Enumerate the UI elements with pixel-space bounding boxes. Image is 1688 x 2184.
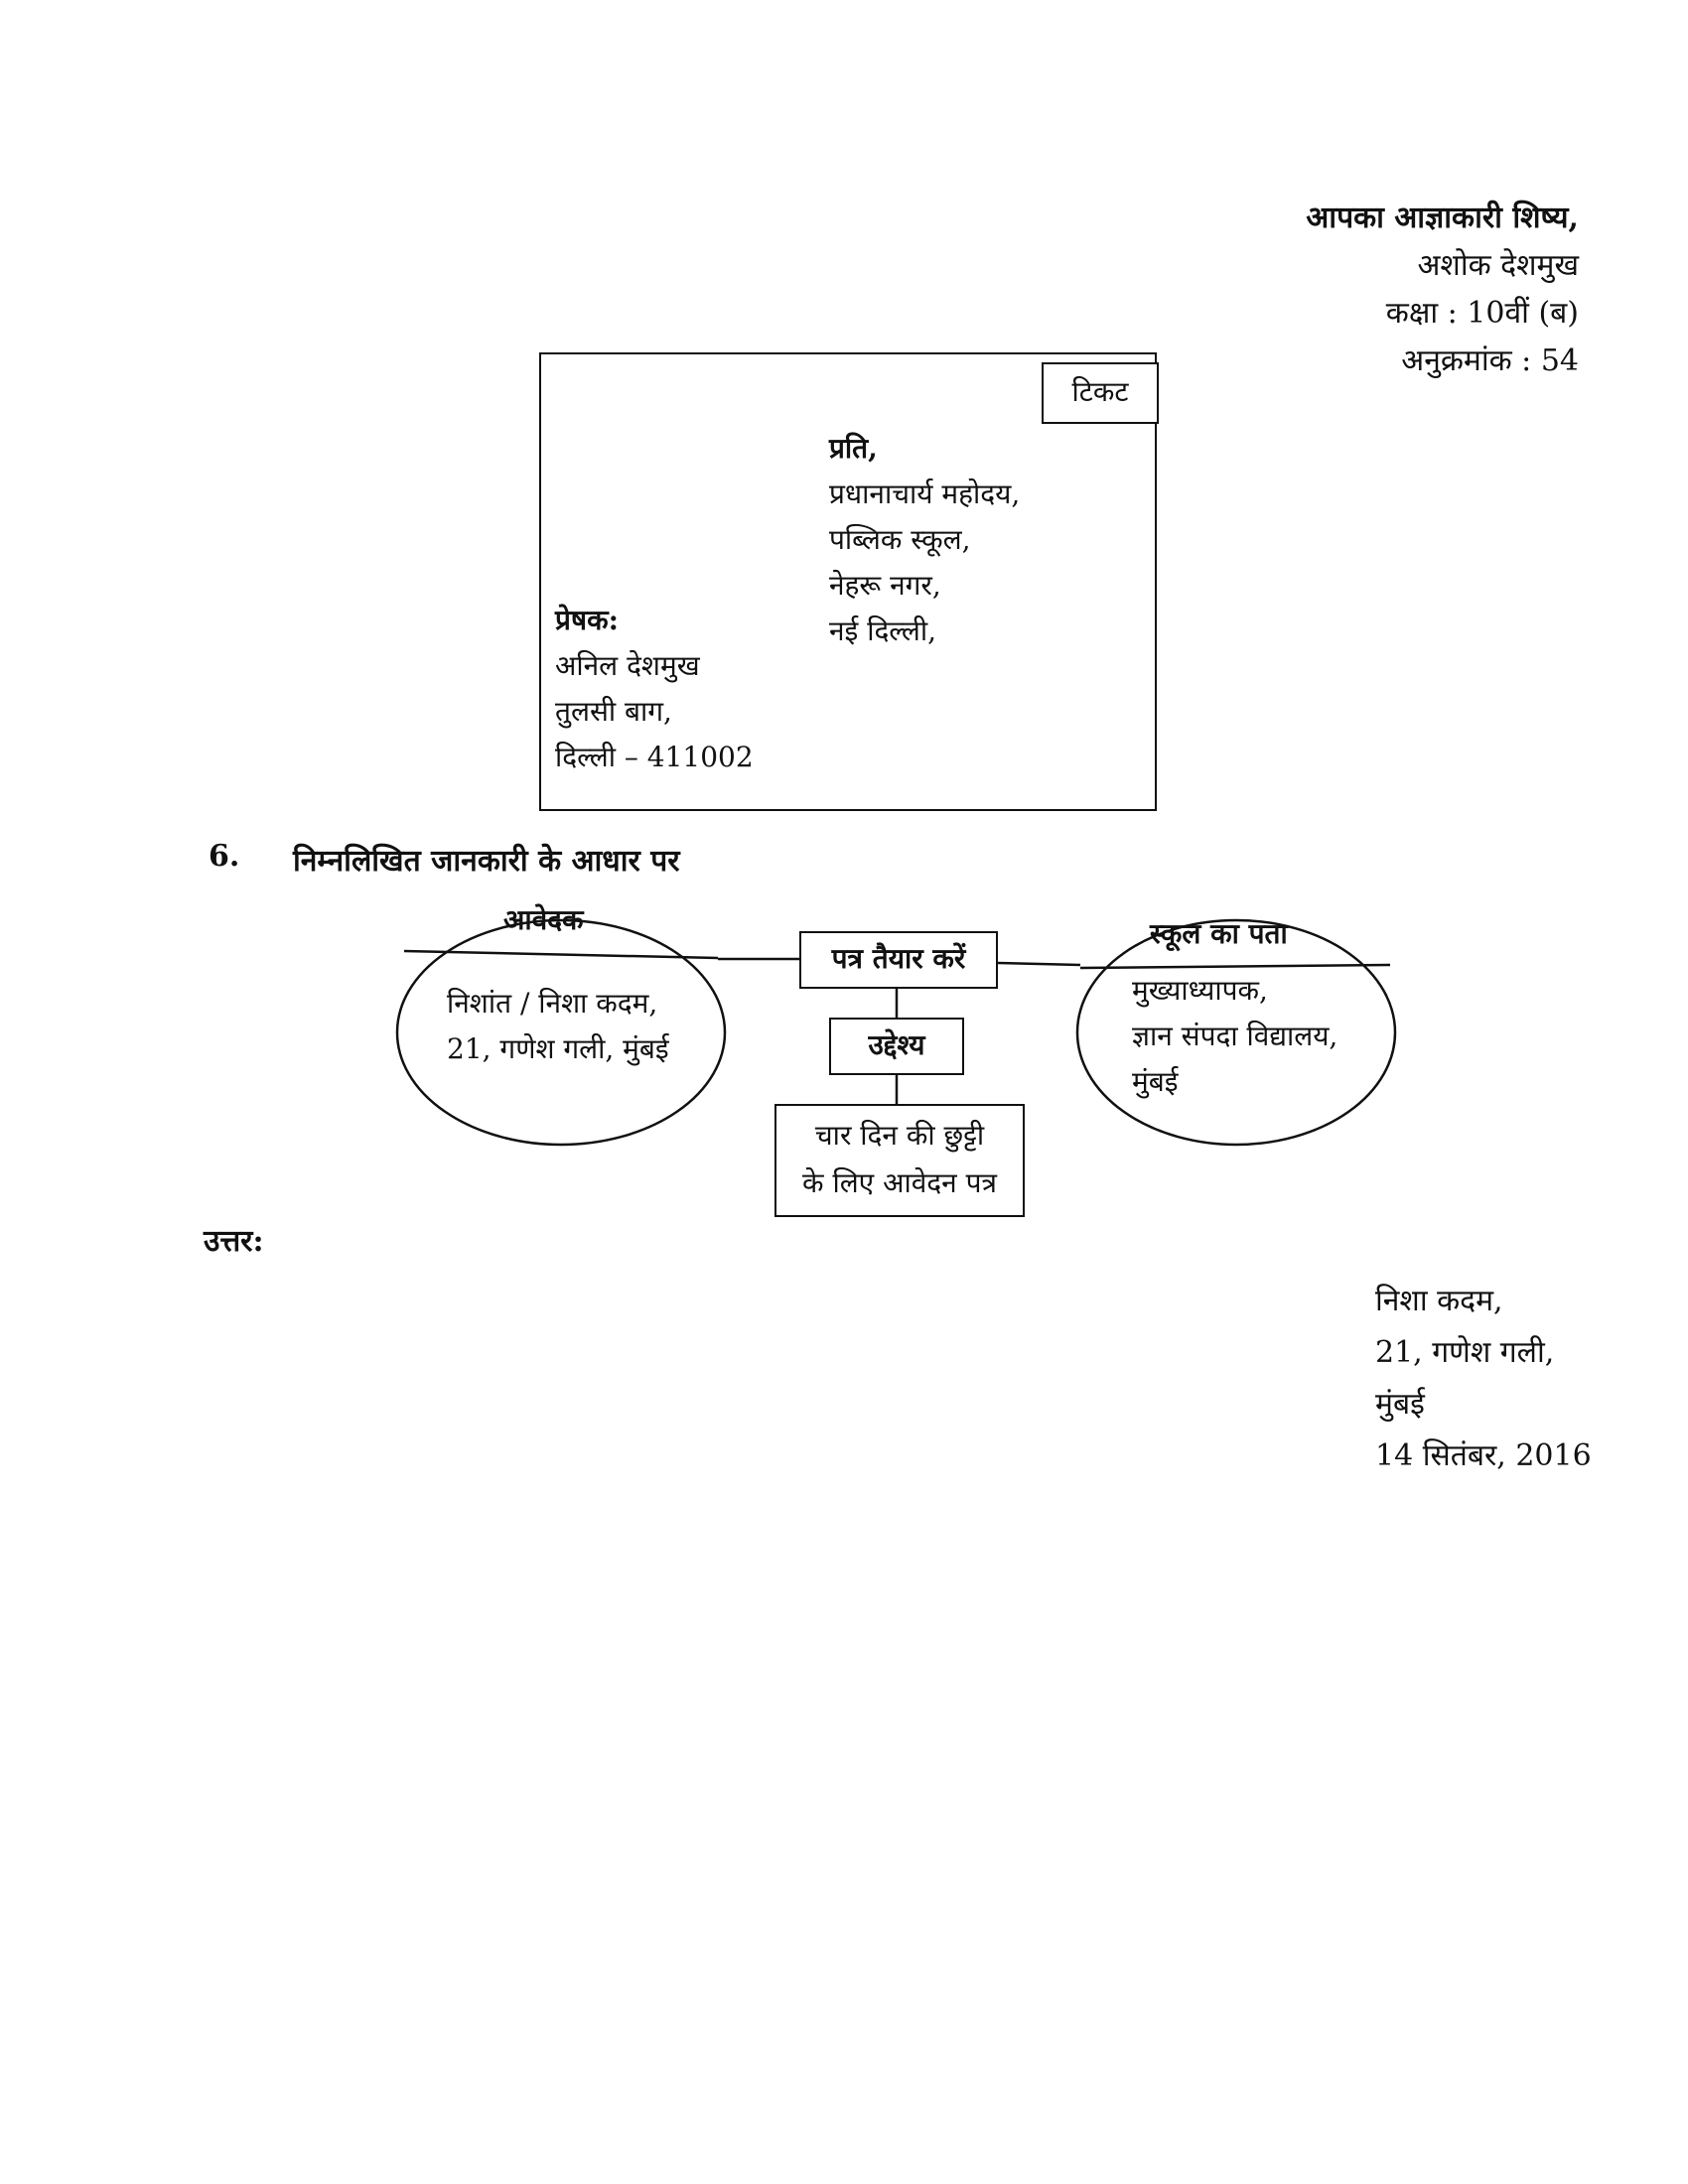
recipient-line: प्रधानाचार्य महोदय, <box>829 478 1021 510</box>
sender-line: अनिल देशमुख <box>555 649 700 682</box>
answer-label: उत्तर: <box>204 1224 264 1259</box>
recipient-line: नई दिल्ली, <box>829 614 937 647</box>
stamp-box: टिकट <box>1042 362 1159 424</box>
purpose-line: चार दिन की छुट्टी <box>814 1119 985 1152</box>
address-date: 14 सितंबर, 2016 <box>1375 1438 1592 1473</box>
recipient-line: पब्लिक स्कूल, <box>829 523 971 556</box>
sender-heading: प्रेषक: <box>555 604 619 636</box>
envelope-recipient: प्रति, प्रधानाचार्य महोदय, पब्लिक स्कूल,… <box>829 426 1020 654</box>
recipient-heading: प्रति, <box>829 432 878 465</box>
school-divider <box>1079 963 1391 970</box>
address-line: 21, गणेश गली, <box>1375 1335 1555 1370</box>
sender-line: तुलसी बाग, <box>555 695 672 728</box>
signoff-name: अशोक देशमुख <box>1417 248 1579 283</box>
signoff-block: आपका आज्ञाकारी शिष्य, अशोक देशमुख कक्षा … <box>1306 195 1579 385</box>
school-title: स्कूल का पता <box>1150 917 1288 950</box>
envelope-sender: प्रेषक: अनिल देशमुख तुलसी बाग, दिल्ली – … <box>555 598 754 780</box>
signoff-roll: अनुक्रमांक : 54 <box>1401 343 1579 378</box>
applicant-line: निशांत / निशा कदम, <box>447 987 658 1020</box>
applicant-ellipse <box>395 918 727 1147</box>
purpose-line: के लिए आवेदन पत्र <box>802 1166 997 1199</box>
question-number: 6. <box>209 839 240 874</box>
question-text: निम्नलिखित जानकारी के आधार पर <box>293 844 680 879</box>
purpose-box: उद्देश्य <box>829 1018 964 1075</box>
connector-right <box>997 961 1081 967</box>
signoff-class: कक्षा : 10वीं (ब) <box>1385 296 1579 331</box>
sender-line: दिल्ली – 411002 <box>555 741 754 773</box>
answer-address: निशा कदम, 21, गणेश गली, मुंबई 14 सितंबर,… <box>1375 1276 1592 1482</box>
envelope: टिकट प्रति, प्रधानाचार्य महोदय, पब्लिक स… <box>539 352 1159 811</box>
applicant-title: आवेदक <box>503 903 584 936</box>
school-line: मुंबई <box>1132 1065 1179 1098</box>
school-ellipse <box>1075 918 1397 1147</box>
address-line: निशा कदम, <box>1375 1284 1503 1318</box>
recipient-line: नेहरू नगर, <box>829 569 941 602</box>
applicant-details: निशांत / निशा कदम, 21, गणेश गली, मुंबई <box>447 981 669 1072</box>
applicant-divider <box>403 949 719 960</box>
signoff-closing: आपका आज्ञाकारी शिष्य, <box>1306 201 1579 235</box>
address-line: मुंबई <box>1375 1387 1425 1422</box>
school-line: ज्ञान संपदा विद्यालय, <box>1132 1020 1338 1052</box>
applicant-line: 21, गणेश गली, मुंबई <box>447 1032 669 1065</box>
school-details: मुख्याध्यापक, ज्ञान संपदा विद्यालय, मुंब… <box>1132 968 1337 1105</box>
purpose-detail-box: चार दिन की छुट्टी के लिए आवेदन पत्र <box>774 1104 1025 1217</box>
center-box: पत्र तैयार करें <box>799 931 998 989</box>
school-line: मुख्याध्यापक, <box>1132 974 1268 1007</box>
